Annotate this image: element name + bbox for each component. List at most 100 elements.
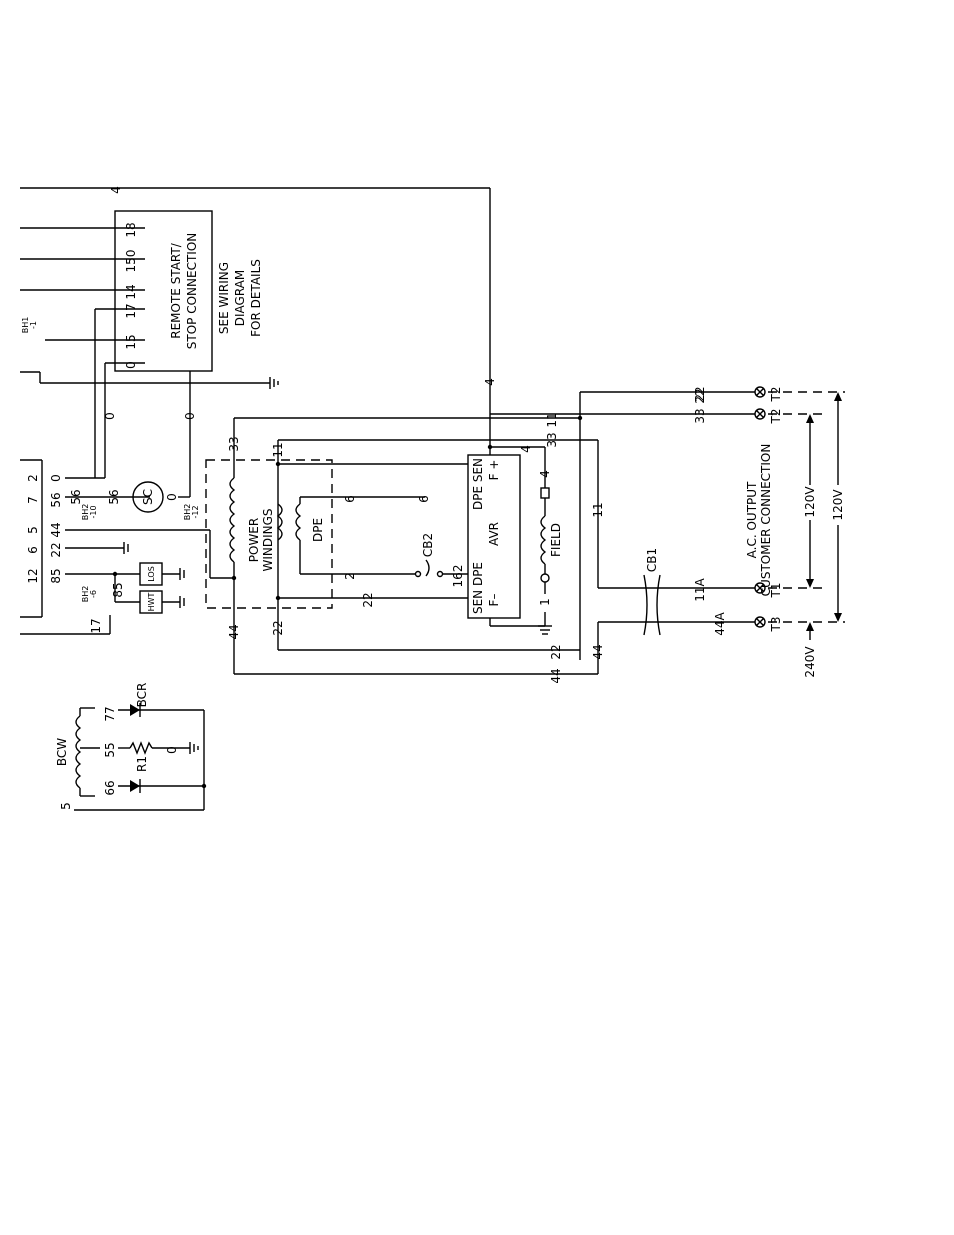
battery-charge-circuit: BCW 77 55 66 BCR 0 R1 5 <box>55 683 207 811</box>
power-windings-label-1: POWER <box>247 518 261 562</box>
voltage-240v: 240V <box>803 646 817 678</box>
vert-label-0a: 0 <box>103 412 117 420</box>
terminal-1a: 2 <box>26 474 40 482</box>
terminal-2b: 56 <box>49 492 63 507</box>
cb1-label: CB1 <box>645 548 659 572</box>
hwt-label: HWT <box>147 592 156 611</box>
output-terminal-t2-a: T2 <box>754 386 783 402</box>
wire-label-77: 77 <box>103 706 117 721</box>
right-label-33: 33 <box>693 408 707 423</box>
wire-label-4-top: 4 <box>109 186 123 194</box>
dpe-winding-label: DPE <box>311 518 325 542</box>
bh2-10-label-2: -10 <box>89 505 98 518</box>
wire-label-56b: 56 <box>107 489 121 504</box>
see-wiring-text-1: SEE WIRING <box>217 262 231 334</box>
bh2-6-label-2: -6 <box>89 590 98 598</box>
voltage-120v-b: 120V <box>831 489 845 521</box>
field-winding: FIELD <box>540 487 563 594</box>
wire-label-17: 17 <box>89 618 103 633</box>
remote-label-150: 150 <box>124 250 138 273</box>
terminal-3a: 5 <box>26 526 40 534</box>
wire-label-6b: 6 <box>417 495 431 503</box>
terminal-1b: 0 <box>49 474 63 482</box>
sc-circle <box>132 481 164 513</box>
avr-label: AVR <box>487 522 501 546</box>
wire-label-2: 2 <box>343 572 357 580</box>
output-terminal-t2-b: T2 <box>754 408 783 425</box>
wire-label-44b: 44 <box>549 668 563 683</box>
right-label-11: 11 <box>545 412 559 427</box>
wire-label-1-avr: 1 <box>538 598 552 606</box>
remote-start-block: 18 150 14 17 15 0 REMOTE START/ STOP CON… <box>20 210 279 498</box>
output-t2-b-label: T2 <box>769 409 783 425</box>
power-windings: POWER WINDINGS DPE 33 11 44 22 6 6 2 22 <box>205 418 468 674</box>
terminal-3b: 44 <box>49 522 63 537</box>
output-terminal-t1: T1 <box>754 582 783 599</box>
remote-label-15: 15 <box>124 334 138 349</box>
wire-label-22-pw: 22 <box>271 620 285 635</box>
ac-output-label-1: A.C. OUTPUT <box>745 481 759 558</box>
terminal-row-1: 2 0 <box>26 474 63 482</box>
left-terminal-strip: 2 0 7 56 5 44 6 22 12 85 17 <box>20 459 234 635</box>
bh2-12-label-2: -12 <box>191 505 200 518</box>
output-t1-label: T1 <box>769 583 783 599</box>
right-label-22: 22 <box>693 386 707 401</box>
see-wiring-text-2: DIAGRAM <box>233 270 247 327</box>
terminal-row-4: 6 22 <box>26 542 63 557</box>
wire-label-44c: 44 <box>591 644 605 659</box>
sc-los-hwt: SC 56 56 0 LOS HWT 85 <box>69 481 185 614</box>
voltage-dimensions: 120V 120V 240V <box>768 391 845 678</box>
wire-label-56a: 56 <box>69 489 83 504</box>
output-t3-label: T3 <box>769 617 783 633</box>
avr-dpe-sen: DPE SEN <box>471 458 485 510</box>
bh1-label: BH1 <box>21 317 30 334</box>
wire-label-44a: 44A <box>713 611 727 635</box>
wire-label-4a-avr: 4 <box>519 445 533 453</box>
bh1-connector: BH1 -1 <box>21 317 38 334</box>
terminal-4b: 22 <box>49 542 63 557</box>
vert-label-0b: 0 <box>183 412 197 420</box>
wire-label-5: 5 <box>59 802 73 810</box>
cb2-breaker: CB2 162 <box>414 533 468 588</box>
wire-label-11-pw: 11 <box>271 442 285 457</box>
output-terminals: T2 T2 T1 T3 A.C. OUTPUT CUSTOMER CONNECT… <box>745 386 783 633</box>
cb1-breaker: CB1 <box>638 548 664 636</box>
wire-label-22b: 22 <box>361 592 375 607</box>
bh2-6-label: BH2 <box>81 586 90 603</box>
field-label: FIELD <box>549 523 563 557</box>
wire-label-33-pw: 33 <box>227 436 241 451</box>
bh1-label-2: -1 <box>29 321 38 329</box>
wire-label-11b: 11 <box>591 502 605 517</box>
r1-label: R1 <box>135 756 149 772</box>
wire-label-85: 85 <box>111 582 125 597</box>
terminal-row-5: 12 85 <box>26 568 63 583</box>
wire-label-0-gnd: 0 <box>165 746 179 754</box>
bcw-label: BCW <box>55 738 69 766</box>
wire-label-66: 66 <box>103 780 117 795</box>
remote-label-18: 18 <box>124 222 138 237</box>
wire-label-55: 55 <box>103 742 117 757</box>
terminal-5b: 85 <box>49 568 63 583</box>
ac-output-label-2: CUSTOMER CONNECTION <box>759 444 773 597</box>
remote-label-14: 14 <box>124 284 138 299</box>
remote-start-text-1: REMOTE START/ <box>169 242 183 338</box>
right-label-33b: 33 <box>545 432 559 447</box>
remote-label-0: 0 <box>124 361 138 369</box>
avr-box: DPE SEN F + SEN DPE F– AVR 4 4 1 <box>467 444 552 635</box>
wire-label-162: 162 <box>451 565 465 588</box>
see-wiring-text-3: FOR DETAILS <box>249 259 263 337</box>
bh2-connectors: BH2 -10 BH2 -12 BH2 -6 <box>81 504 200 603</box>
bcr-label: BCR <box>135 683 149 708</box>
bh2-10-label: BH2 <box>81 504 90 521</box>
output-bus: 22 33 22 11 33 11 22 44 44 11A 44A <box>234 386 755 684</box>
right-label-22b: 22 <box>693 388 707 403</box>
avr-fplus: F + <box>487 460 501 481</box>
wire-label-0-sc: 0 <box>165 493 179 501</box>
remote-start-text-2: STOP CONNECTION <box>185 233 199 349</box>
bh2-12-label: BH2 <box>183 504 192 521</box>
avr-sen-dpe: SEN DPE <box>471 562 485 614</box>
terminal-2a: 7 <box>26 496 40 504</box>
terminal-row-3: 5 44 <box>26 522 63 537</box>
wire-4-top: 4 4 <box>20 186 497 447</box>
